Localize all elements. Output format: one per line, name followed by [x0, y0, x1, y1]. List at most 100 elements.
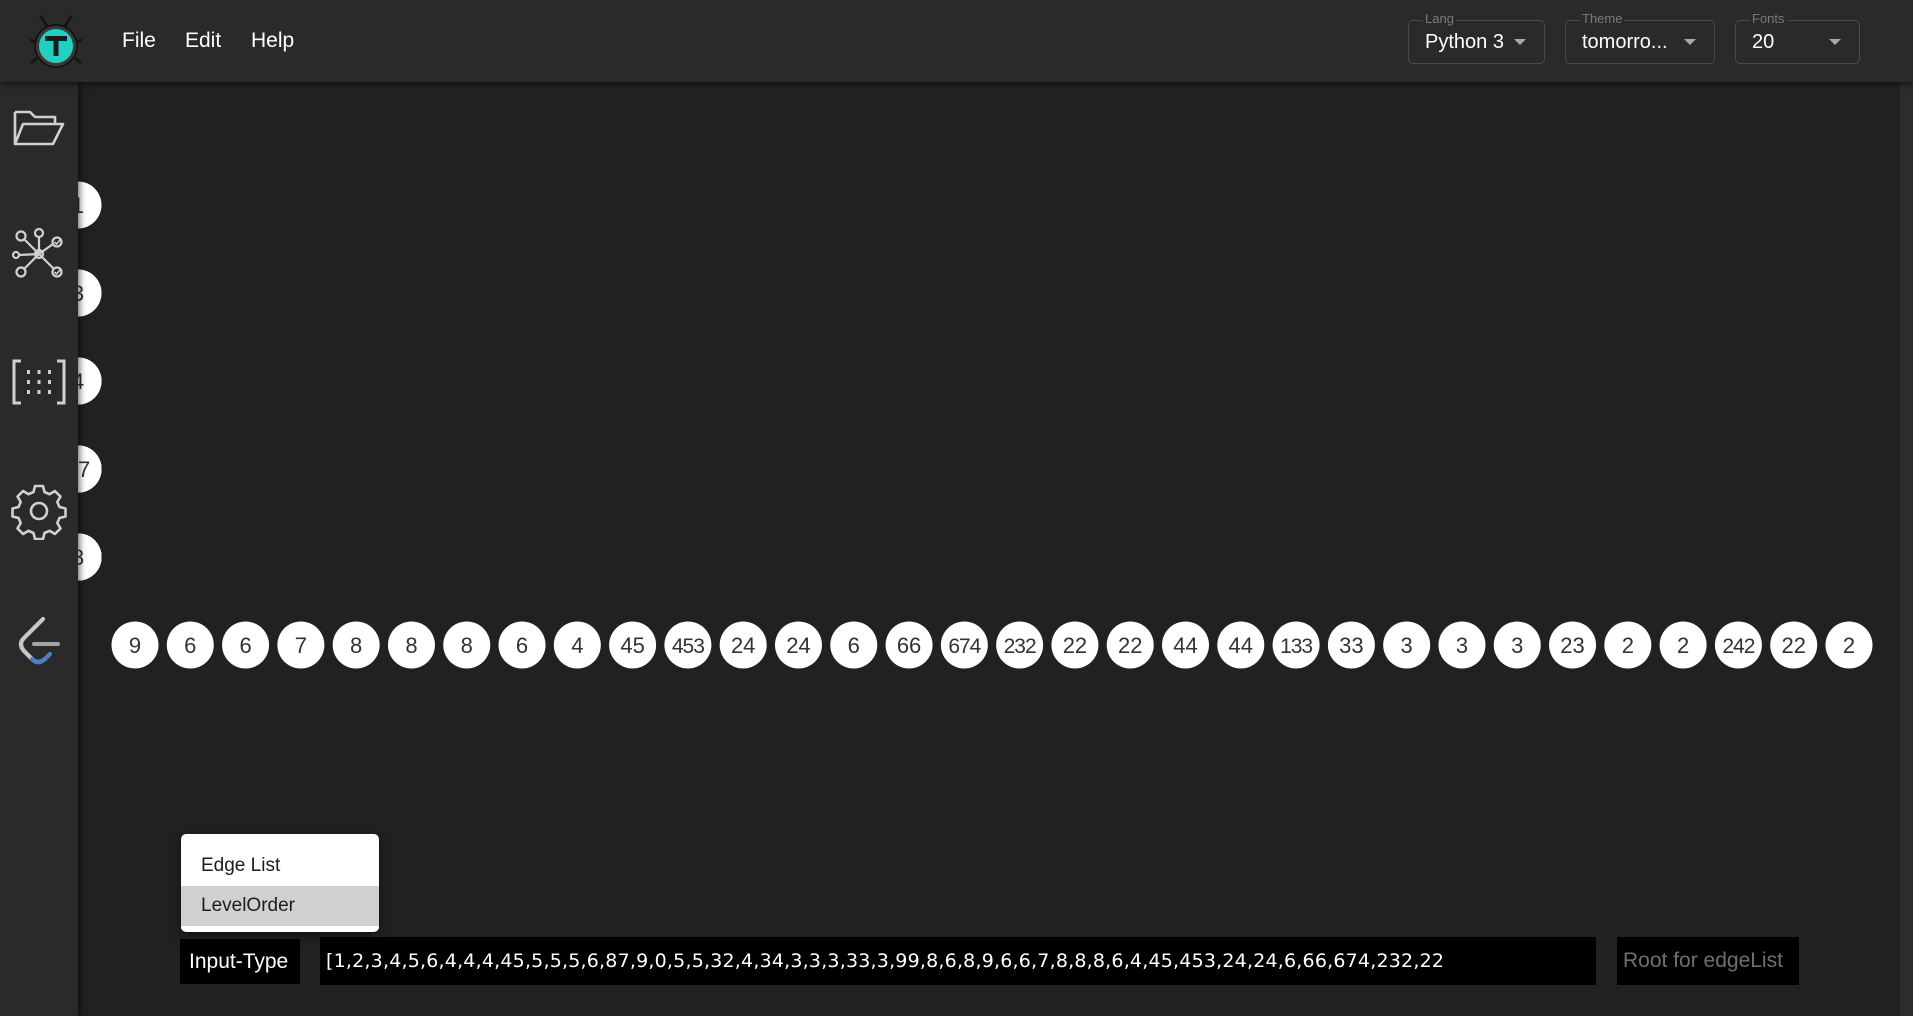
tree-node-circle: [885, 621, 933, 669]
tree-node[interactable]: 3: [1438, 621, 1486, 669]
tree-node[interactable]: 9: [111, 621, 159, 669]
tree-node[interactable]: 33: [1327, 621, 1375, 669]
sidebar-item-settings[interactable]: [10, 482, 68, 541]
tree-node-circle: [1051, 621, 1099, 669]
tree-node-circle: [1217, 621, 1265, 669]
tree-node-circle: [664, 621, 712, 669]
gear-icon: [11, 484, 67, 541]
tree-node[interactable]: 7: [277, 621, 325, 669]
theme-select-label: Theme: [1580, 11, 1625, 27]
tree-node[interactable]: 22: [1770, 621, 1818, 669]
tree-node-label: 242: [1722, 635, 1754, 658]
lang-select[interactable]: Lang Python 3: [1408, 11, 1545, 64]
tree-node-label: 87: [78, 457, 90, 482]
tree-node[interactable]: 4: [54, 357, 102, 405]
tree-node-label: 9: [129, 633, 141, 658]
menu-help[interactable]: Help: [251, 29, 295, 52]
tree-node[interactable]: 8: [332, 621, 380, 669]
app-logo-icon[interactable]: [30, 14, 82, 70]
tree-node-label: 3: [1401, 633, 1413, 658]
sidebar-item-open-folder[interactable]: [10, 98, 68, 156]
tree-node[interactable]: 6: [830, 621, 878, 669]
tree-node-circle: [1549, 621, 1597, 669]
tree-node[interactable]: 242: [1714, 621, 1762, 669]
tree-node[interactable]: 133: [1272, 621, 1320, 669]
sidebar-item-leetcode[interactable]: [10, 613, 68, 671]
sidebar-item-graph[interactable]: [10, 225, 68, 283]
tree-node[interactable]: 66: [885, 621, 933, 669]
tree-node[interactable]: 4: [553, 621, 601, 669]
tree-node-label: 2: [1677, 633, 1689, 658]
tree-node[interactable]: 6: [222, 621, 270, 669]
tree-node-label: 6: [184, 633, 196, 658]
tree-node-label: 3: [78, 281, 84, 306]
tree-node[interactable]: 22: [1051, 621, 1099, 669]
tree-node[interactable]: 2: [1659, 621, 1707, 669]
tree-node[interactable]: 8: [443, 621, 491, 669]
tree-node-label: 24: [731, 633, 755, 658]
tree-node-label: 66: [897, 633, 921, 658]
tree-node-label: 8: [78, 545, 84, 570]
tree-node-label: 23: [1560, 633, 1584, 658]
tree-node-circle: [1604, 621, 1652, 669]
fonts-select-value: 20: [1752, 31, 1775, 53]
tree-node[interactable]: 24: [719, 621, 767, 669]
tree-node-circle: [1383, 621, 1431, 669]
tree-node[interactable]: 44: [1162, 621, 1210, 669]
tree-node[interactable]: 674: [940, 621, 988, 669]
theme-select[interactable]: Theme tomorro...: [1565, 11, 1715, 64]
tree-node[interactable]: 22: [1106, 621, 1154, 669]
tree-node-label: 6: [239, 633, 251, 658]
tree-node-circle: [277, 621, 325, 669]
input-type-button[interactable]: Input-Type: [180, 939, 300, 984]
tree-node-label: 44: [1229, 633, 1253, 658]
tree-node-label: 24: [786, 633, 810, 658]
tree-node-label: 22: [1118, 633, 1142, 658]
tree-node-label: 8: [350, 633, 362, 658]
tree-node-label: 22: [1781, 633, 1805, 658]
tree-node-label: 8: [461, 633, 473, 658]
tree-node[interactable]: 6: [166, 621, 214, 669]
levelorder-input[interactable]: [320, 937, 1596, 985]
tree-node[interactable]: 8: [54, 533, 102, 581]
tree-node[interactable]: 3: [1383, 621, 1431, 669]
menu-edit[interactable]: Edit: [185, 29, 222, 52]
tree-node[interactable]: 87: [54, 445, 102, 493]
tree-node[interactable]: 2: [1825, 621, 1873, 669]
tree-node-circle: [443, 621, 491, 669]
tree-node[interactable]: 3: [54, 269, 102, 317]
tree-node-label: 44: [1173, 633, 1197, 658]
tree-node[interactable]: 232: [996, 621, 1044, 669]
tree-node-circle: [719, 621, 767, 669]
tree-node-label: 8: [405, 633, 417, 658]
tree-node[interactable]: 44: [1217, 621, 1265, 669]
tree-node[interactable]: 24: [774, 621, 822, 669]
tree-node[interactable]: 3: [1493, 621, 1541, 669]
root-edgelist-input[interactable]: [1617, 937, 1799, 985]
tree-node-label: 22: [1063, 633, 1087, 658]
menu-option-levelorder[interactable]: LevelOrder: [181, 886, 379, 926]
tree-node[interactable]: 6: [498, 621, 546, 669]
fonts-select[interactable]: Fonts 20: [1735, 11, 1860, 64]
tree-node-circle: [1438, 621, 1486, 669]
lang-select-label: Lang: [1423, 11, 1456, 27]
tree-node[interactable]: 2: [1604, 621, 1652, 669]
tree-node-circle: [498, 621, 546, 669]
sidebar-item-array[interactable]: [10, 353, 68, 411]
sidebar: [0, 82, 78, 1016]
tree-node-label: 3: [1511, 633, 1523, 658]
tree-node[interactable]: 23: [1549, 621, 1597, 669]
tree-node-label: 33: [1339, 633, 1363, 658]
tree-node[interactable]: 45: [609, 621, 657, 669]
tree-node-label: 45: [620, 633, 644, 658]
tree-node[interactable]: 453: [664, 621, 712, 669]
tree-node[interactable]: 1: [54, 181, 102, 229]
tree-node-label: 1: [78, 193, 84, 218]
tree-node[interactable]: 8: [387, 621, 435, 669]
chevron-down-icon: [1684, 39, 1696, 45]
menu-file[interactable]: File: [122, 29, 156, 52]
menu-option-edge-list[interactable]: Edge List: [201, 855, 281, 876]
vertical-scrollbar[interactable]: [1900, 82, 1913, 1016]
chevron-down-icon: [1829, 39, 1841, 45]
tree-node-circle: [1659, 621, 1707, 669]
